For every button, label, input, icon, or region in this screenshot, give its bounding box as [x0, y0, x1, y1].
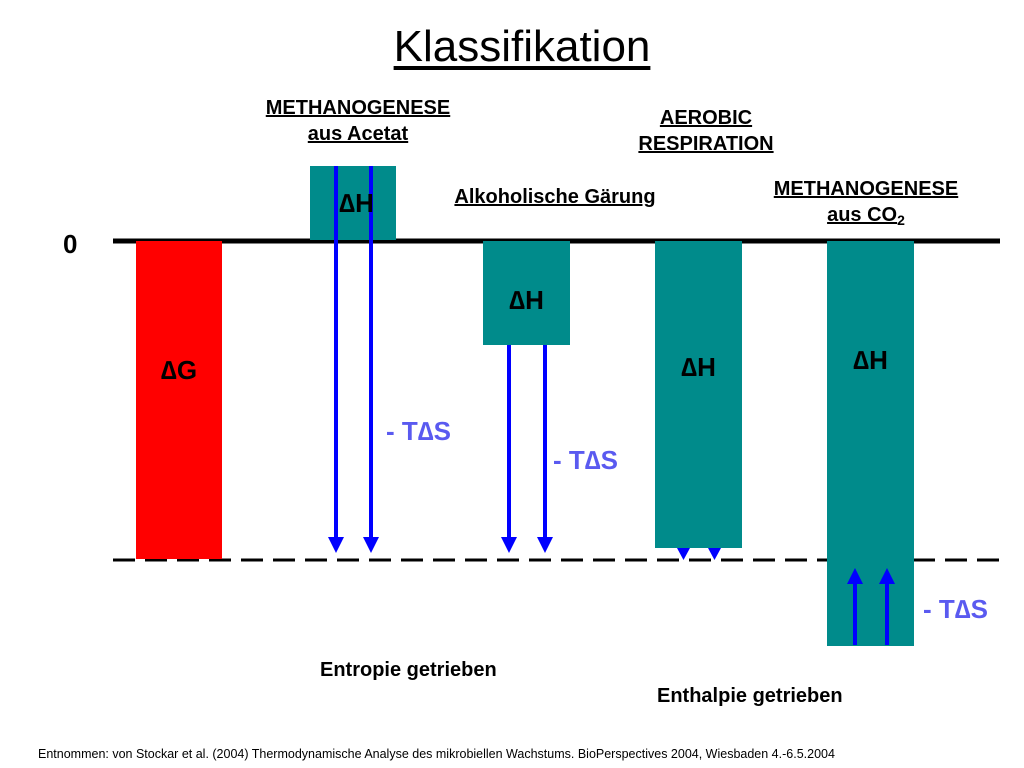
delta-h-label: ∆H — [509, 285, 544, 315]
label-line: RESPIRATION — [638, 133, 774, 155]
zero-label: 0 — [63, 229, 78, 259]
delta-h-label: ∆H — [339, 188, 374, 218]
page-title: Klassifikation — [393, 22, 651, 71]
label-co2-subscript: 2 — [897, 212, 905, 228]
delta-h-bar-alkoholische-gaerung — [483, 241, 570, 345]
entropy-label: - T∆S — [923, 594, 989, 624]
label-line: aus Acetat — [307, 123, 409, 145]
entropy-label: - T∆S — [553, 445, 619, 475]
delta-h-bar-aerobic-respiration — [655, 241, 742, 548]
delta-g-label: ∆G — [160, 355, 198, 385]
delta-h-bar-methanogenese-acetat — [310, 166, 396, 240]
source-citation: Entnommen: von Stockar et al. (2004) The… — [38, 747, 835, 761]
delta-h-label: ∆H — [853, 345, 888, 375]
label-line: METHANOGENESE — [265, 97, 451, 119]
delta-g-bar — [136, 241, 222, 559]
label-line: METHANOGENESE — [773, 178, 959, 200]
label-methanogenese-acetat: METHANOGENESE aus Acetat — [218, 95, 498, 147]
entropy-label: - T∆S — [386, 416, 452, 446]
label-line-co2: aus CO2 — [726, 202, 1006, 233]
label-entropie-getrieben: Entropie getrieben — [320, 659, 497, 681]
delta-h-label: ∆H — [681, 352, 716, 382]
label-co2-text: aus CO — [827, 204, 898, 226]
label-methanogenese-co2: METHANOGENESE aus CO2 — [726, 176, 1006, 233]
label-enthalpie-getrieben: Enthalpie getrieben — [657, 685, 843, 707]
label-line: AEROBIC — [659, 107, 753, 129]
entropy-arrow-tip — [677, 548, 690, 560]
label-alkoholische-gaerung: Alkoholische Gärung — [454, 186, 656, 208]
delta-h-bar-methanogenese-co2 — [827, 241, 914, 646]
label-aerobic-respiration: AEROBIC RESPIRATION — [586, 105, 826, 157]
entropy-arrow-tip — [708, 548, 721, 560]
